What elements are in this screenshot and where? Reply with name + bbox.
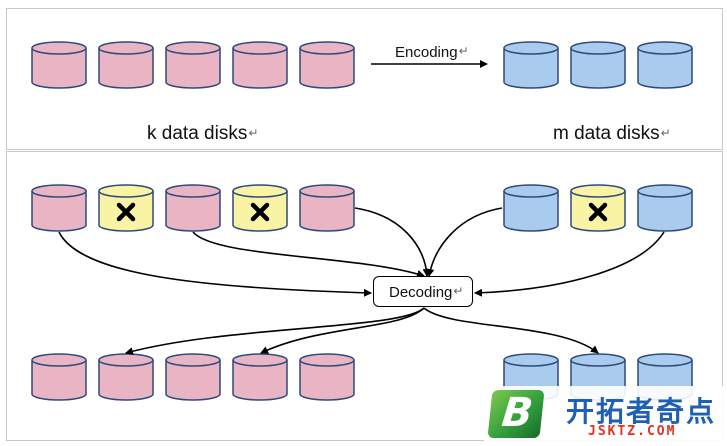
parity-disk [637, 184, 693, 232]
failed-data-disk [98, 184, 154, 232]
watermark-logo-icon: B [487, 390, 545, 438]
failed-data-disk [232, 184, 288, 232]
parity-disk [570, 41, 626, 89]
parity-disk [503, 184, 559, 232]
recovered-data-disk [31, 353, 87, 401]
watermark-domain: JSKTZ.COM [588, 424, 677, 439]
input-arrow [354, 207, 431, 277]
recovered-data-disk [98, 353, 154, 401]
encoding-label: Encoding↵ [395, 44, 469, 61]
recovered-data-disk [165, 353, 221, 401]
cross-icon [588, 202, 608, 222]
input-arrow [192, 231, 425, 278]
cross-icon [250, 202, 270, 222]
m-data-disks-label: m data disks↵ [553, 123, 671, 144]
parity-disk [637, 41, 693, 89]
data-disk [232, 41, 288, 89]
parity-disk [503, 41, 559, 89]
failed-parity-disk [570, 184, 626, 232]
data-disk [299, 184, 355, 232]
output-arrow [260, 307, 425, 354]
input-arrow [474, 231, 665, 297]
k-data-disks-label: k data disks↵ [147, 123, 259, 144]
watermark-name: 开拓者奇点 [566, 395, 717, 428]
data-disk [299, 41, 355, 89]
decoding-box: Decoding↵ [373, 276, 473, 307]
input-arrow [58, 231, 372, 297]
recovered-data-disk [299, 353, 355, 401]
cross-icon [116, 202, 136, 222]
data-disk [165, 184, 221, 232]
data-disk [31, 41, 87, 89]
watermark: B 开拓者奇点 JSKTZ.COM [484, 386, 724, 442]
output-arrow [423, 307, 599, 354]
data-disk [165, 41, 221, 89]
decoding-label: Decoding↵ [389, 284, 464, 301]
data-disk [31, 184, 87, 232]
output-arrow [125, 307, 425, 356]
input-arrow [426, 207, 503, 277]
recovered-data-disk [232, 353, 288, 401]
data-disk [98, 41, 154, 89]
